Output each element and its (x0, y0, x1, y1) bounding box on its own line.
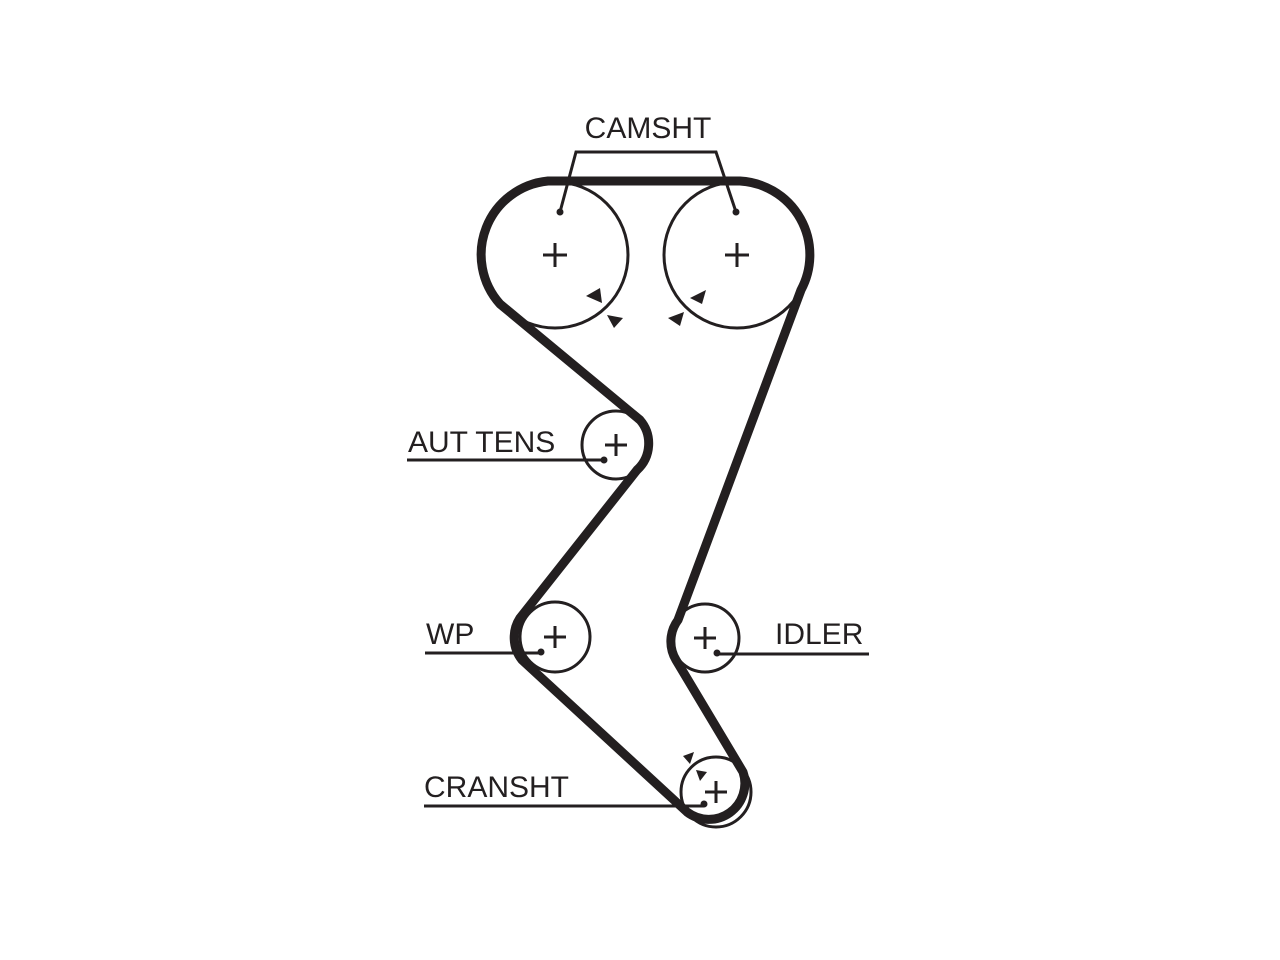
auto-tensioner-circle (580, 409, 652, 481)
water-pump-label: WP (426, 618, 474, 651)
camshaft-pulley-left (480, 180, 630, 330)
water-pump-circle (518, 600, 592, 674)
crankshaft-arrow-lower (696, 770, 707, 781)
camshaft-pulley-right-circle (662, 180, 812, 330)
timing-belt (476, 176, 815, 824)
camshaft-right-arrow-lower (668, 312, 684, 326)
crankshaft-circle (679, 755, 753, 829)
camshaft-bracket (558, 150, 738, 213)
camshaft-left-arrow-lower (607, 315, 623, 328)
camshaft-left-arrow-upper (586, 288, 602, 303)
water-pump-pulley (518, 600, 592, 674)
camshaft-label: CAMSHT (585, 112, 712, 145)
idler-pulley (669, 602, 741, 674)
idler-label: IDLER (775, 618, 863, 651)
camshaft-pulley-left-circle (480, 180, 630, 330)
camshaft-right-arrow-upper (690, 290, 706, 304)
crankshaft-label: CRANSHT (424, 771, 569, 804)
auto-tensioner-label: AUT TENS (408, 426, 555, 459)
camshaft-pulley-right (662, 180, 812, 330)
idler-circle (669, 602, 741, 674)
crankshaft-arrow-upper (683, 752, 694, 764)
auto-tensioner-pulley (580, 409, 652, 481)
